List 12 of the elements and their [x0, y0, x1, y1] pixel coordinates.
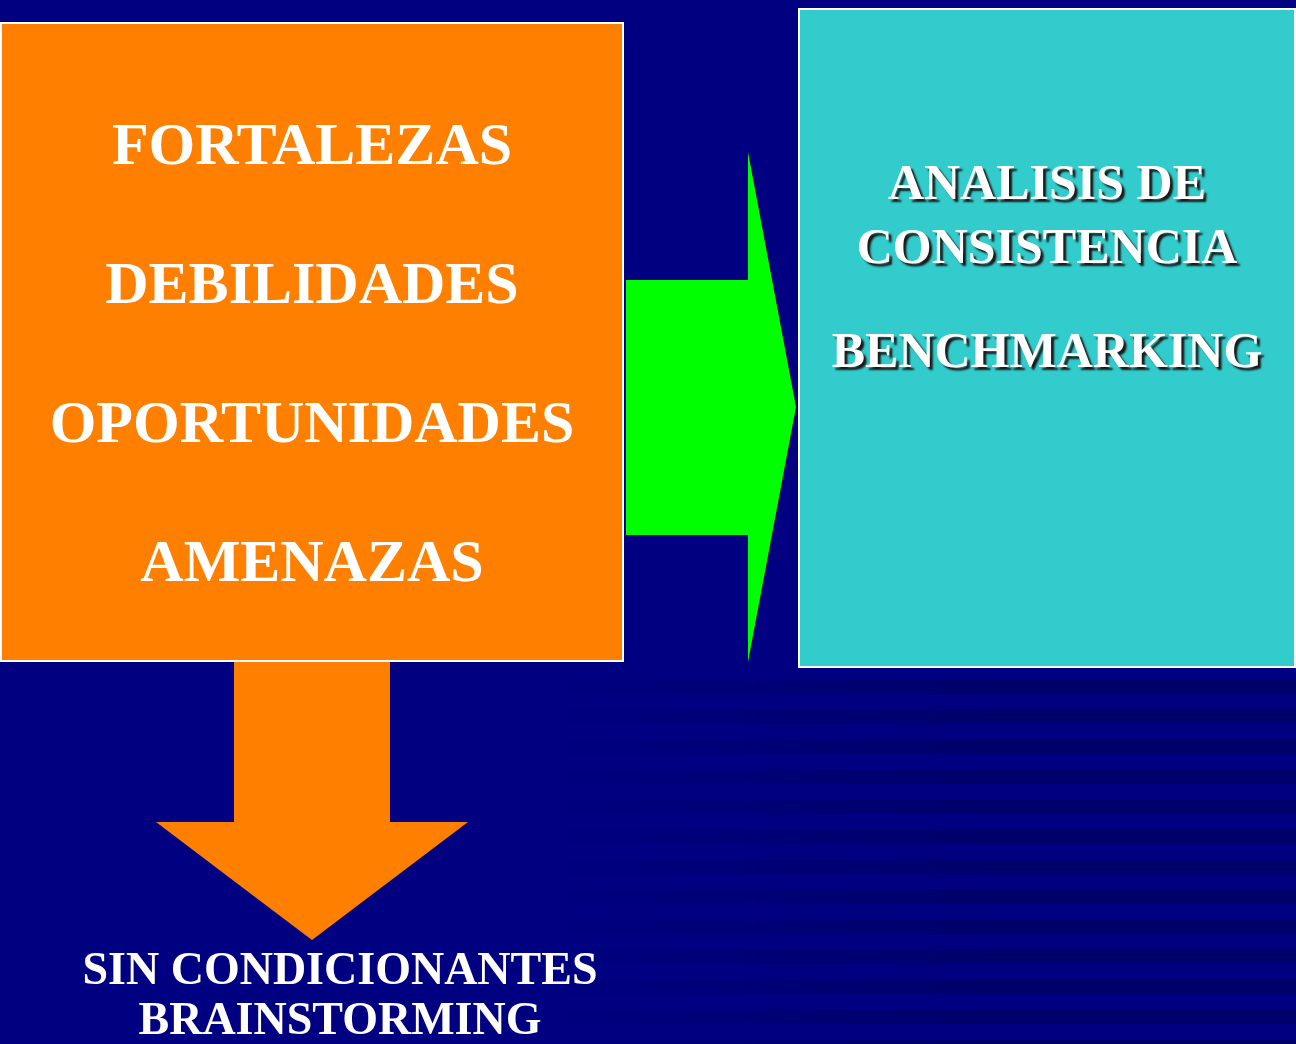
outcome-label: SIN CONDICIONANTES — [82, 944, 598, 994]
block-arrow — [156, 662, 468, 940]
analysis-box — [798, 8, 1296, 668]
box-label: FORTALEZAS — [111, 110, 513, 177]
box-label: AMENAZAS — [140, 527, 484, 594]
box-label: ANALISIS DE CONSISTENCIA — [856, 153, 1238, 276]
box-label: OPORTUNIDADES — [49, 388, 575, 455]
box-label: DEBILIDADES — [105, 249, 519, 316]
swot-box — [0, 22, 624, 662]
block-arrow — [626, 152, 796, 662]
outcome-label: BRAINSTORMING — [138, 994, 542, 1044]
box-label: BENCHMARKING — [831, 321, 1263, 380]
